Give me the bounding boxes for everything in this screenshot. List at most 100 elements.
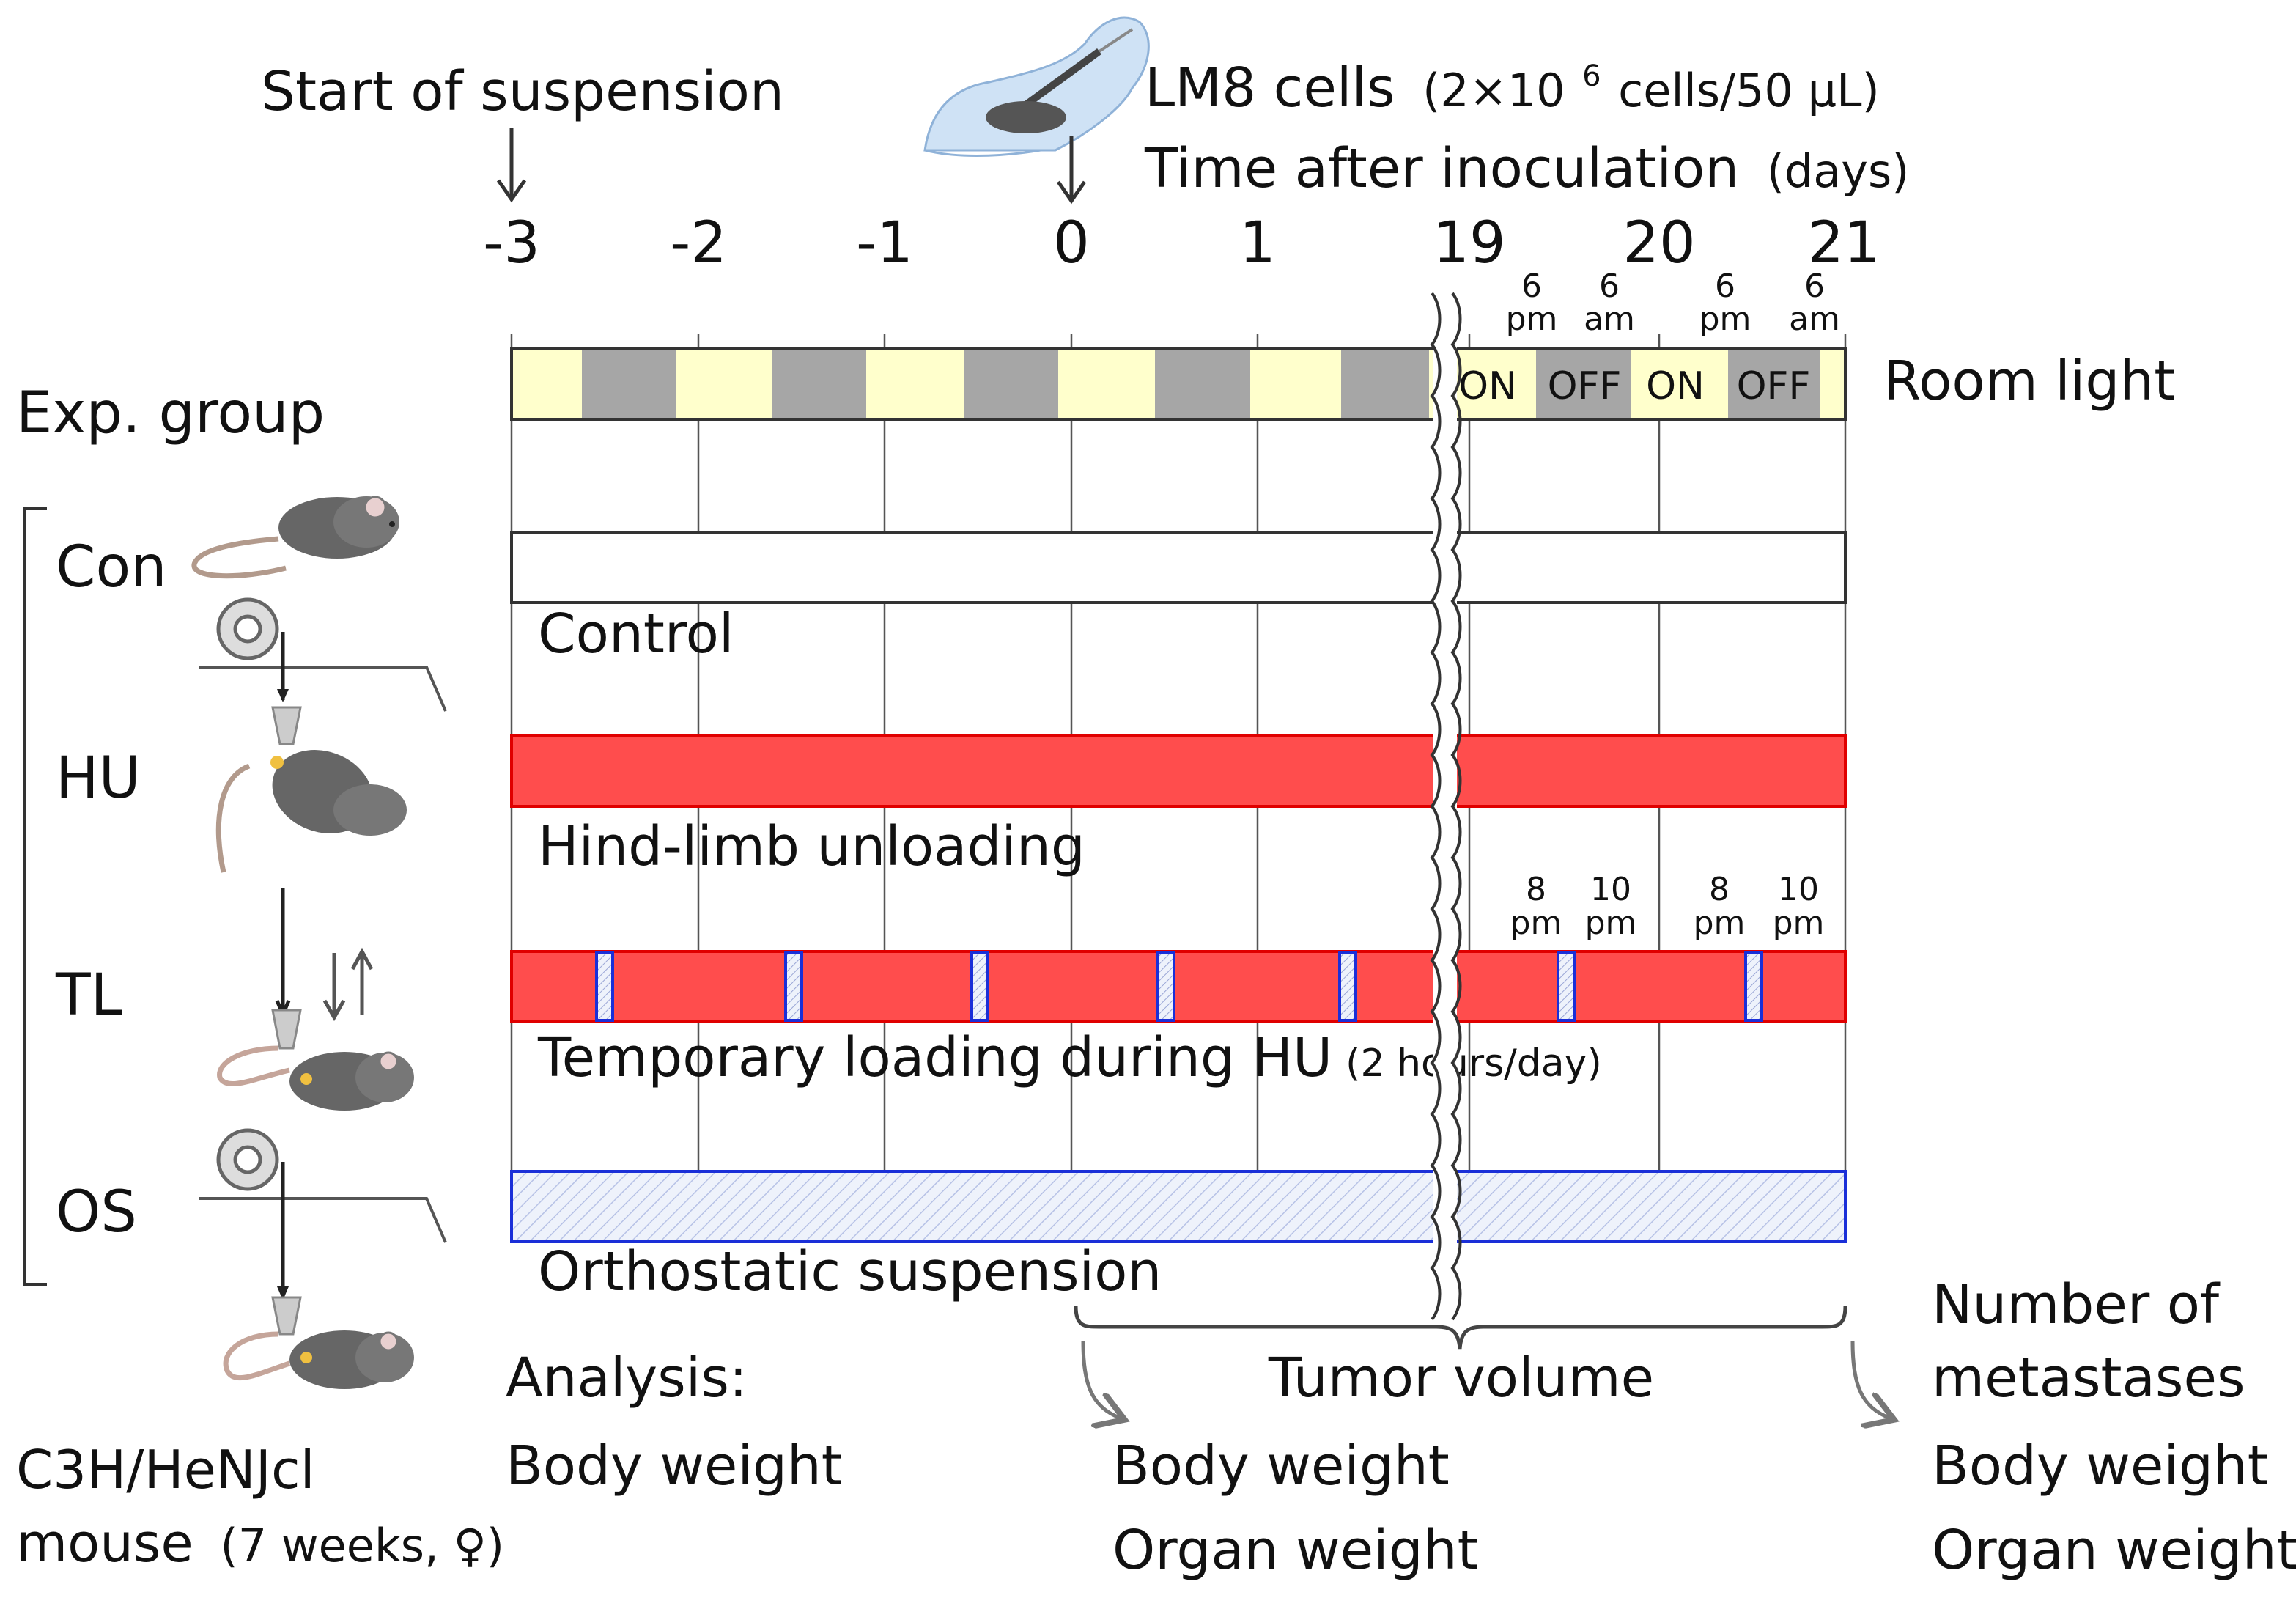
day-tick-label: -3 bbox=[483, 210, 540, 276]
loading-window bbox=[1156, 951, 1175, 1022]
group-bar bbox=[510, 950, 1847, 1023]
group-name: Hind-limb unloading bbox=[538, 815, 1085, 878]
tumor-volume-brace bbox=[1074, 1306, 1847, 1350]
light-time-num: 6 bbox=[1599, 268, 1620, 305]
cells-detail-prefix: (2×10 bbox=[1422, 64, 1565, 117]
cells-detail-exp: 6 bbox=[1582, 59, 1601, 93]
strain-detail: (7 weeks, ♀) bbox=[221, 1519, 505, 1572]
light-off-segment bbox=[772, 349, 866, 419]
tl-time-num: 10 bbox=[1590, 871, 1631, 908]
light-bar-border bbox=[510, 347, 1847, 421]
group-abbr: TL bbox=[55, 962, 123, 1028]
time-label-line: Time after inoculation (days) bbox=[1144, 137, 1909, 200]
loading-window bbox=[595, 951, 614, 1022]
inoculation-arrow bbox=[1056, 136, 1087, 205]
light-state-label: OFF bbox=[1737, 364, 1811, 408]
light-off-segment bbox=[1728, 349, 1820, 419]
light-state-label: ON bbox=[1458, 364, 1517, 408]
light-off-segment bbox=[1155, 349, 1250, 419]
time-unit: (days) bbox=[1767, 144, 1910, 198]
light-state-label: ON bbox=[1646, 364, 1705, 408]
day-tick-label: 21 bbox=[1807, 210, 1880, 276]
light-state-labels: ON OFF ON OFF bbox=[1458, 364, 1810, 408]
group-bracket bbox=[23, 507, 47, 1286]
light-time-unit: pm bbox=[1699, 301, 1751, 338]
cells-detail-suffix: cells/50 μL) bbox=[1618, 64, 1880, 117]
cells-label: LM8 cells bbox=[1145, 56, 1395, 119]
axis-break-marks bbox=[1430, 292, 1462, 1321]
day-tick-label: 1 bbox=[1239, 210, 1276, 276]
tl-time-unit: pm bbox=[1694, 905, 1746, 942]
loading-window bbox=[1557, 951, 1576, 1022]
room-light-label: Room light bbox=[1883, 350, 2175, 413]
start-arrow bbox=[496, 128, 527, 203]
break-line bbox=[1450, 292, 1462, 1321]
end-body-weight: Body weight bbox=[1932, 1435, 2269, 1498]
light-time-unit: pm bbox=[1506, 301, 1558, 338]
light-off-segment bbox=[1341, 349, 1429, 419]
group-abbr: Con bbox=[56, 534, 167, 600]
tumor-volume-label: Tumor volume bbox=[1268, 1347, 1654, 1410]
tl-time-unit: pm bbox=[1585, 905, 1637, 942]
light-time-num: 6 bbox=[1804, 268, 1825, 305]
day-gridlines bbox=[510, 334, 1847, 1171]
light-state-label: OFF bbox=[1548, 364, 1622, 408]
light-time-unit: am bbox=[1584, 301, 1635, 338]
group-note: (2 hours/day) bbox=[1346, 1042, 1602, 1086]
end-number-of: Number of bbox=[1932, 1273, 2221, 1336]
mid-body-weight: Body weight bbox=[1112, 1435, 1450, 1498]
break-line bbox=[1430, 292, 1442, 1321]
start-of-suspension-label: Start of suspension bbox=[261, 60, 784, 123]
loading-window bbox=[1338, 951, 1357, 1022]
tl-time-num: 8 bbox=[1709, 871, 1730, 908]
strain-line1: C3H/HeNJcl bbox=[16, 1439, 315, 1501]
loading-window bbox=[970, 951, 989, 1022]
analysis-label: Analysis: bbox=[506, 1347, 748, 1410]
time-label: Time after inoculation bbox=[1144, 137, 1739, 200]
light-off-segment bbox=[1536, 349, 1631, 419]
light-time-unit: am bbox=[1789, 301, 1840, 338]
day-tick-label: 20 bbox=[1623, 210, 1695, 276]
exp-group-label: Exp. group bbox=[16, 380, 325, 446]
group-bar bbox=[510, 734, 1847, 808]
room-light-bar bbox=[510, 347, 1847, 421]
group-bar bbox=[510, 531, 1847, 604]
end-organ-weight: Organ weight bbox=[1932, 1519, 2296, 1582]
group-abbr: OS bbox=[56, 1179, 137, 1245]
group-name: Orthostatic suspension bbox=[538, 1240, 1162, 1303]
group-abbr: HU bbox=[56, 745, 141, 811]
loading-window bbox=[1744, 951, 1763, 1022]
pulley-icon bbox=[199, 1128, 447, 1300]
strain-mouse: mouse bbox=[16, 1512, 193, 1574]
end-analysis-arrow bbox=[1850, 1341, 1891, 1418]
strain-line2: mouse (7 weeks, ♀) bbox=[16, 1512, 504, 1574]
tl-time-unit: pm bbox=[1773, 905, 1825, 942]
light-time-num: 6 bbox=[1715, 268, 1735, 305]
tl-mouse-icon bbox=[217, 1009, 414, 1111]
end-metastases: metastases bbox=[1932, 1347, 2245, 1410]
day-tick-label: 0 bbox=[1053, 210, 1090, 276]
hu-tl-arrow bbox=[275, 888, 291, 1020]
light-off-segment bbox=[582, 349, 676, 419]
mid-organ-weight: Organ weight bbox=[1112, 1519, 1479, 1582]
analysis-start-body-weight: Body weight bbox=[506, 1435, 843, 1498]
cells-label-line: LM8 cells (2×10 6 cells/50 μL) bbox=[1145, 36, 1880, 119]
group-bar bbox=[510, 1170, 1847, 1243]
up-down-arrows-icon bbox=[322, 947, 374, 1022]
group-name: Control bbox=[538, 603, 734, 666]
mid-analysis-arrow bbox=[1081, 1341, 1121, 1418]
injection-icon bbox=[923, 16, 1150, 157]
day-tick-label: -1 bbox=[856, 210, 913, 276]
loading-window bbox=[784, 951, 803, 1022]
control-mouse-icon bbox=[191, 496, 399, 579]
hu-mouse-icon bbox=[215, 706, 407, 873]
light-time-num: 6 bbox=[1521, 268, 1542, 305]
pulley-icon bbox=[199, 597, 447, 712]
tl-time-unit: pm bbox=[1510, 905, 1562, 942]
tl-time-num: 10 bbox=[1778, 871, 1819, 908]
day-tick-label: 19 bbox=[1433, 210, 1505, 276]
